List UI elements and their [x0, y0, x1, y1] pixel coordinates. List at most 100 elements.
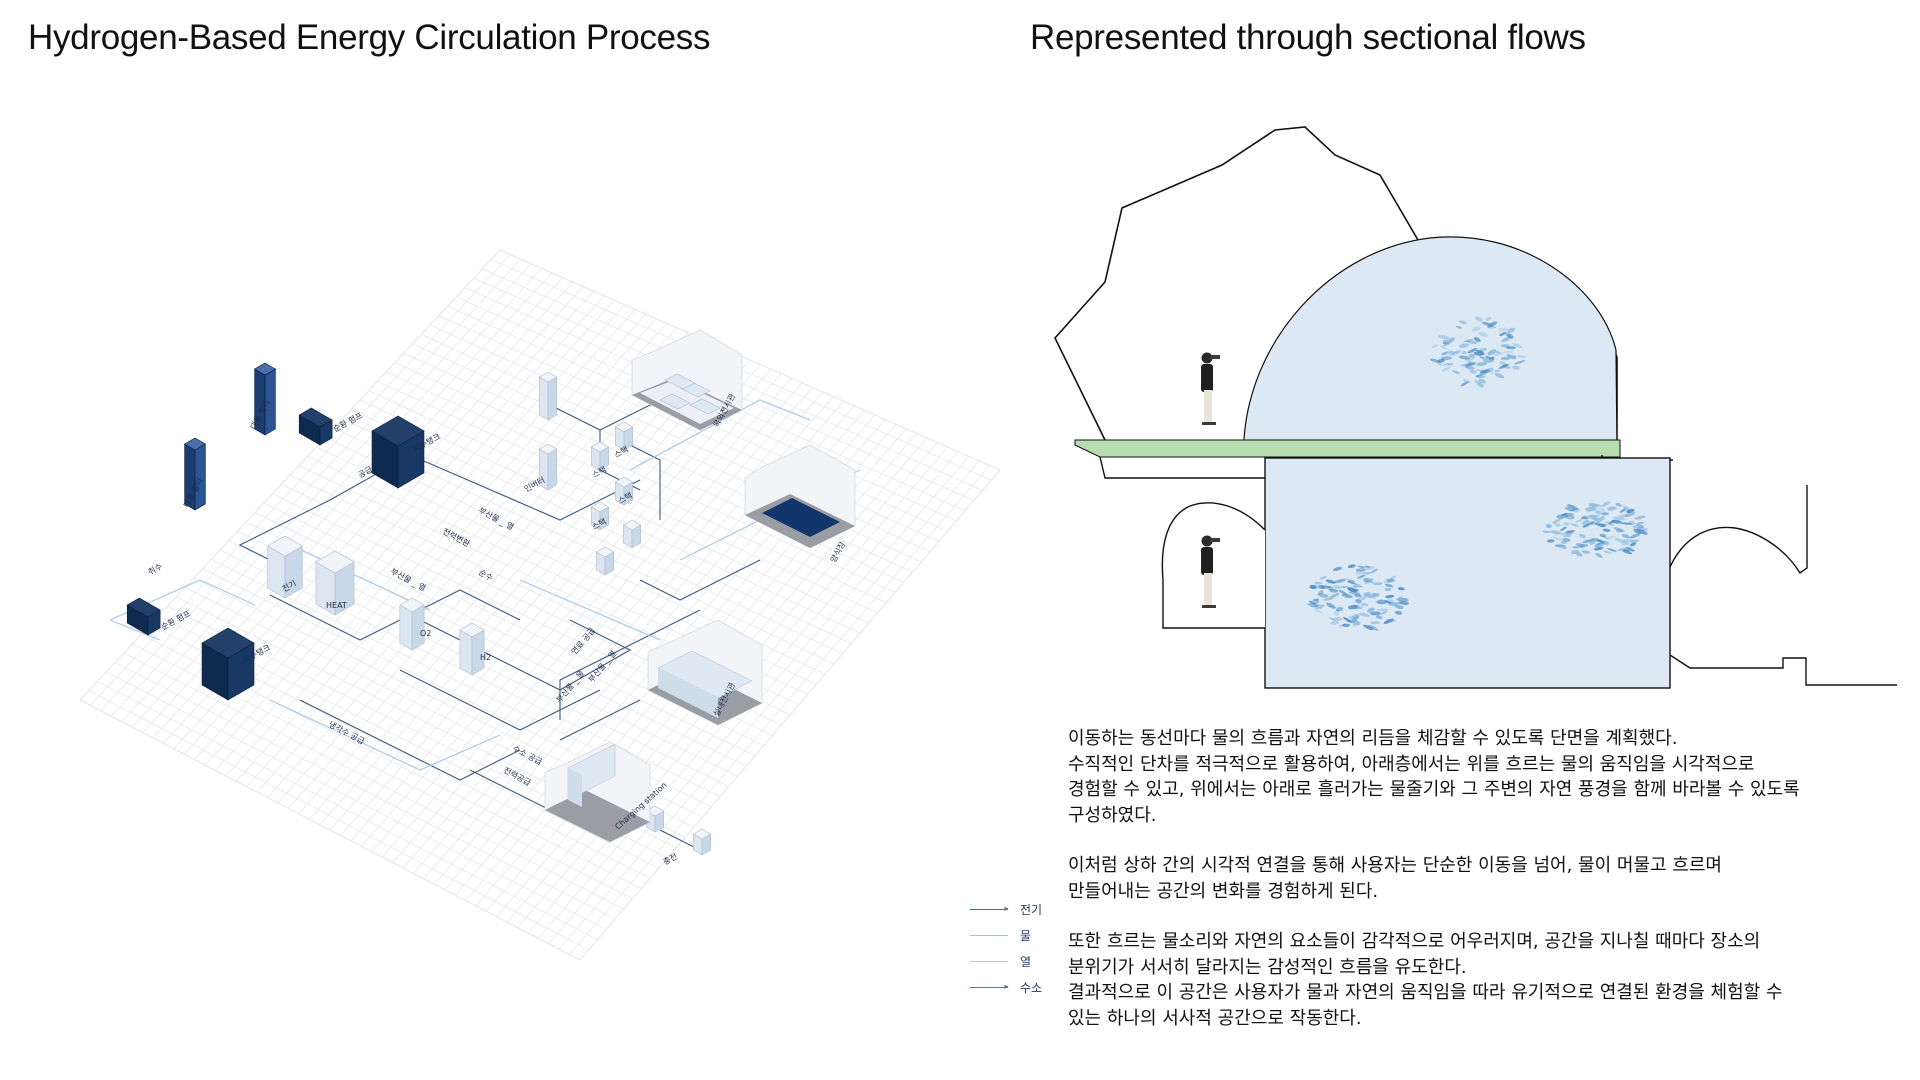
fish-icon — [1370, 568, 1379, 574]
outdoor-exhibit — [631, 329, 743, 431]
fish-icon — [1383, 618, 1394, 624]
fish-icon — [1375, 615, 1383, 620]
fish-icon — [1624, 534, 1631, 539]
fish-icon — [1588, 514, 1601, 518]
fish-icon — [1561, 512, 1568, 517]
fish-icon — [1350, 620, 1360, 625]
fish-icon — [1482, 358, 1494, 363]
fish-icon — [1593, 546, 1604, 551]
h2-box — [459, 622, 485, 676]
fish-icon — [1582, 524, 1590, 528]
fish-icon — [1575, 542, 1585, 548]
fish-icon — [1602, 528, 1611, 532]
fish-icon — [1443, 362, 1454, 366]
fish-icon — [1308, 600, 1317, 605]
fish-school-left — [1306, 564, 1410, 631]
fish-icon — [1479, 347, 1488, 352]
o2-box — [399, 597, 425, 651]
box-face — [254, 362, 276, 376]
fish-icon — [1637, 521, 1645, 525]
fish-icon — [1587, 521, 1595, 526]
fish-icon — [1337, 606, 1343, 612]
fish-icon — [1567, 504, 1578, 510]
fish-icon — [1581, 516, 1590, 520]
fish-icon — [1352, 614, 1360, 619]
fish-icon — [1617, 547, 1628, 551]
fish-icon — [1455, 325, 1462, 329]
fish-icon — [1448, 337, 1455, 343]
description-text: 이동하는 동선마다 물의 흐름과 자연의 리듬을 체감할 수 있도록 단면을 계… — [1068, 726, 1888, 1031]
legend-line — [970, 961, 1008, 962]
fish-icon — [1479, 369, 1490, 374]
box-face — [539, 376, 549, 421]
fish-icon — [1599, 533, 1607, 538]
fish-icon — [1513, 360, 1526, 365]
fish-icon — [1581, 519, 1590, 526]
fish-icon — [1380, 611, 1388, 615]
fish-icon — [1375, 599, 1383, 603]
fish-icon — [1398, 601, 1410, 605]
box-face — [590, 441, 610, 453]
fish-icon — [1347, 620, 1359, 623]
text-line: 경험할 수 있고, 위에서는 아래로 흘러가는 물줄기와 그 주변의 자연 풍경… — [1068, 779, 1800, 800]
box-face — [201, 627, 255, 659]
fish-icon — [1560, 545, 1567, 550]
box-face — [184, 437, 206, 451]
fish-icon — [1347, 604, 1359, 610]
fish-icon — [1506, 333, 1514, 339]
fish-icon — [1595, 552, 1603, 558]
fish-icon — [1385, 594, 1395, 599]
iso-grid-plane — [79, 249, 1001, 961]
fish-icon — [1347, 564, 1356, 569]
fish-icon — [1494, 373, 1505, 379]
fish-icon — [1344, 577, 1355, 583]
fish-icon — [1582, 539, 1594, 543]
fish-icon — [1460, 381, 1470, 387]
fish-icon — [1625, 546, 1635, 552]
text-line: 구성하였다. — [1068, 804, 1157, 826]
legend-line — [970, 935, 1008, 936]
fish-icon — [1319, 576, 1327, 580]
storage-tank-top — [371, 415, 425, 489]
paragraph-3: 또한 흐르는 물소리와 자연의 요소들이 감각적으로 어우러지며, 공간을 지나… — [1068, 929, 1888, 1031]
fish-icon — [1462, 364, 1469, 369]
fish-icon — [1603, 550, 1612, 554]
fish-icon — [1503, 350, 1514, 354]
fish-icon — [1506, 354, 1516, 360]
fish-icon — [1469, 369, 1477, 374]
grid-line — [569, 465, 990, 955]
inverter-lower — [538, 443, 558, 491]
text-line: 또한 흐르는 물소리와 자연의 요소들이 감각적으로 어우러지며, 공간을 지나… — [1068, 931, 1761, 952]
fish-icon — [1562, 535, 1572, 538]
fish-icon — [1613, 527, 1625, 532]
fish-icon — [1588, 502, 1599, 507]
fish-icon — [1363, 624, 1374, 631]
fish-icon — [1439, 345, 1448, 350]
person-figure-upper — [1201, 352, 1220, 425]
paragraph-1: 이동하는 동선마다 물의 흐름과 자연의 리듬을 체감할 수 있도록 단면을 계… — [1068, 726, 1888, 828]
fish-icon — [1477, 383, 1485, 388]
fish-icon — [1591, 505, 1600, 511]
fish-icon — [1442, 340, 1450, 343]
fish-icon — [1619, 514, 1631, 518]
box-face — [614, 476, 634, 488]
fish-icon — [1634, 515, 1646, 520]
fish-icon — [1341, 593, 1353, 598]
fish-icon — [1352, 622, 1361, 626]
fish-icon — [1314, 604, 1325, 608]
box-face — [459, 629, 473, 676]
fish-icon — [1317, 593, 1329, 598]
label-h2: H2 — [480, 653, 491, 662]
fish-icon — [1384, 587, 1392, 592]
fish-icon — [1458, 343, 1470, 349]
fish-icon — [1614, 537, 1626, 544]
iso-boxes — [126, 362, 712, 856]
fish-icon — [1622, 505, 1631, 510]
text-line: 수직적인 단차를 적극적으로 활용하여, 아래층에서는 위를 흐르는 물의 움직… — [1068, 753, 1755, 775]
fish-icon — [1633, 528, 1642, 535]
fish-icon — [1511, 342, 1523, 349]
fish-icon — [1620, 543, 1631, 546]
fish-icon — [1599, 508, 1606, 512]
grid-line — [558, 460, 980, 950]
fish-icon — [1466, 341, 1477, 344]
